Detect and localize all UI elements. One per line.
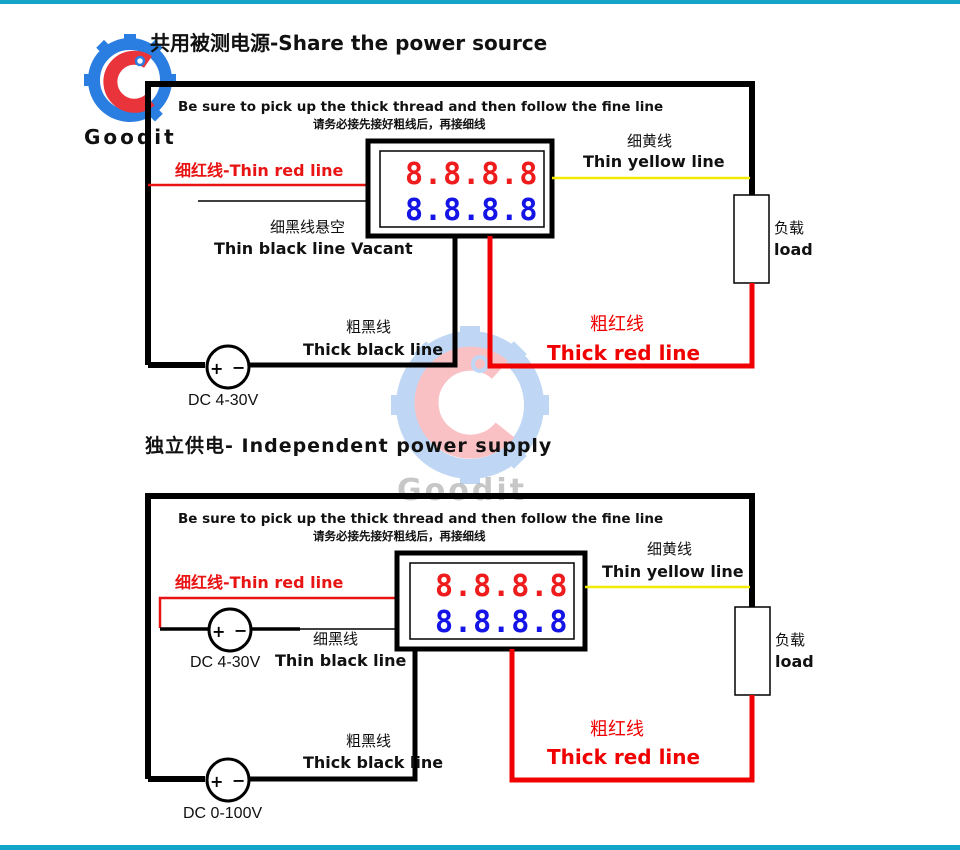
top-thick-black-en: Thick black line <box>303 340 443 359</box>
bottom-note-en: Be sure to pick up the thick thread and … <box>178 511 663 527</box>
bottom-aux-dc-source: + − <box>207 607 253 653</box>
top-voltmeter-display: 8.8.8.8 8.8.8.8 <box>365 138 555 239</box>
top-thick-black-cn: 粗黑线 <box>346 318 391 336</box>
bottom-aux-source-minus-icon: − <box>234 621 247 640</box>
bottom-display-voltage: 8.8.8.8 <box>435 569 568 604</box>
top-thick-black-wire <box>145 81 755 365</box>
bottom-thick-black-en: Thick black line <box>303 753 443 772</box>
top-note-cn: 请务必接先接好粗线后，再接细线 <box>313 117 486 131</box>
top-thin-red-label: 细红线-Thin red line <box>175 161 344 180</box>
bottom-main-source-minus-icon: − <box>232 771 245 790</box>
top-thin-yellow-en: Thin yellow line <box>583 152 725 171</box>
top-load-resistor <box>733 194 770 284</box>
bottom-thick-red-en: Thick red line <box>547 745 700 769</box>
bottom-load-en: load <box>775 652 814 671</box>
top-note-en: Be sure to pick up the thick thread and … <box>178 99 663 115</box>
bottom-thin-black-cn: 细黑线 <box>313 630 358 648</box>
bottom-thin-red-label: 细红线-Thin red line <box>175 573 344 592</box>
top-thick-red-wire <box>487 236 755 369</box>
top-accent-bar <box>0 0 960 4</box>
top-source-minus-icon: − <box>232 358 245 377</box>
bottom-thin-black-en: Thin black line <box>275 651 407 670</box>
top-diagram-title: 共用被测电源-Share the power source <box>150 31 547 55</box>
top-thick-black-return <box>250 236 458 368</box>
top-thick-red-en: Thick red line <box>547 341 700 365</box>
top-dc-source: + − <box>205 344 251 390</box>
top-source-plus-icon: + <box>210 359 223 378</box>
bottom-thick-black-wire <box>145 493 755 779</box>
bottom-note-cn: 请务必接先接好粗线后，再接细线 <box>313 529 486 543</box>
bottom-main-source-plus-icon: + <box>210 772 223 791</box>
logo-text: Goodit <box>84 125 177 149</box>
top-thin-yellow-cn: 细黄线 <box>627 132 672 150</box>
bottom-display-current: 8.8.8.8 <box>435 605 568 640</box>
bottom-thick-black-return <box>250 650 418 782</box>
logo-gear-icon <box>84 34 176 122</box>
bottom-accent-bar <box>0 845 960 850</box>
watermark-g-icon <box>414 346 515 459</box>
bottom-thin-red-wire <box>158 596 397 628</box>
top-display-voltage: 8.8.8.8 <box>405 157 538 192</box>
bottom-thick-black-cn: 粗黑线 <box>346 732 391 750</box>
bottom-thick-red-wire <box>509 649 755 783</box>
bottom-thin-yellow-en: Thin yellow line <box>602 562 744 581</box>
watermark-text: Goodit <box>397 473 527 508</box>
top-load-en: load <box>774 240 813 259</box>
bottom-thick-red-cn: 粗红线 <box>590 719 644 740</box>
watermark-logo <box>391 326 549 484</box>
bottom-load-cn: 负载 <box>775 631 805 649</box>
bottom-voltmeter-display: 8.8.8.8 8.8.8.8 <box>394 550 588 652</box>
brand-logo: Goodit <box>84 34 177 149</box>
top-thick-red-cn: 粗红线 <box>590 314 644 335</box>
bottom-aux-source-plus-icon: + <box>212 622 225 641</box>
top-thin-black-cn: 细黑线悬空 <box>270 218 345 236</box>
bottom-main-dc-source: + − <box>205 757 251 803</box>
top-source-label: DC 4-30V <box>188 392 259 409</box>
bottom-aux-source-label: DC 4-30V <box>190 654 261 671</box>
top-thin-black-en: Thin black line Vacant <box>214 239 413 258</box>
top-display-current: 8.8.8.8 <box>405 193 538 228</box>
top-load-cn: 负载 <box>774 219 804 237</box>
bottom-thin-yellow-cn: 细黄线 <box>647 540 692 558</box>
watermark-gear-icon <box>391 326 549 484</box>
bottom-main-source-label: DC 0-100V <box>183 805 262 822</box>
bottom-diagram-title: 独立供电- Independent power supply <box>145 434 552 457</box>
bottom-load-resistor <box>734 606 771 696</box>
logo-g-icon <box>103 50 155 113</box>
